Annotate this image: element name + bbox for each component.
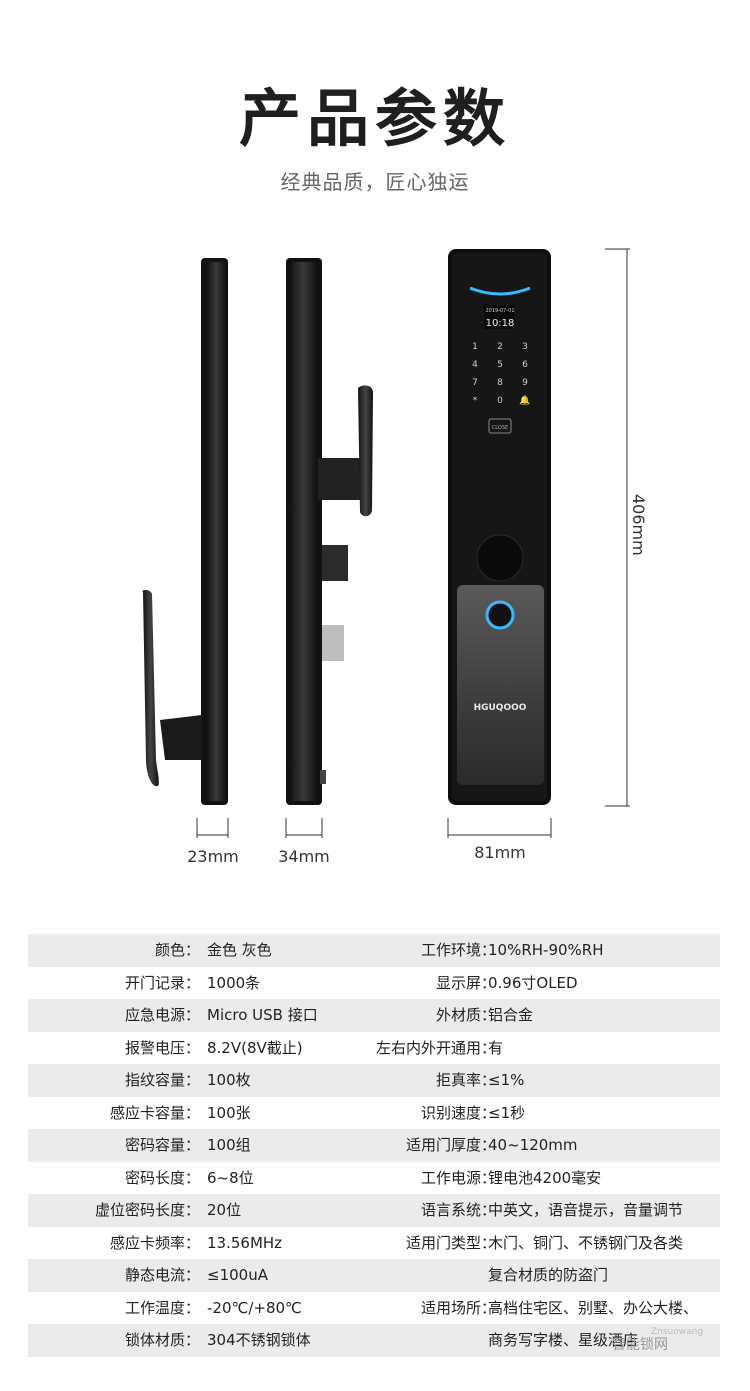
dim-side-wide: 34mm <box>278 847 330 866</box>
dim-height: 406mm <box>629 494 648 556</box>
spec-right-value: 商务写字楼、星级酒店 <box>488 1331 639 1349</box>
spec-left-value: 8.2V(8V截止) <box>207 1038 303 1057</box>
lock-time: 10:18 <box>486 318 515 329</box>
spec-right-key: 语言系统： <box>420 1201 496 1219</box>
keypad-key: 🔔 <box>519 395 530 406</box>
spec-row: 密码容量： 100组 适用门厚度：40~120mm <box>28 1129 720 1162</box>
spec-left-key: 密码长度： <box>124 1168 200 1187</box>
dim-side-narrow: 23mm <box>187 847 239 866</box>
spec-row: 虚位密码长度： 20位 语言系统：中英文，语音提示，音量调节 <box>28 1194 720 1227</box>
spec-right-key: 识别速度： <box>420 1103 496 1122</box>
spec-left-key: 感应卡容量： <box>109 1103 200 1122</box>
spec-row: 锁体材质： 304不锈钢锁体 商务写字楼、星级酒店 <box>28 1324 720 1357</box>
keypad-key: 5 <box>497 360 503 370</box>
front-view: 2019-07-01 10:18 1 2 3 4 5 6 7 8 9 * 0 🔔 CLOSE HGUQ… <box>448 249 551 805</box>
keypad: 1 2 3 4 5 6 7 8 9 * 0 🔔 <box>472 342 530 406</box>
spec-left-value: 20位 <box>207 1201 242 1219</box>
dimension-lines <box>196 248 630 838</box>
keypad-key: * <box>473 396 478 406</box>
spec-left-value: 304不锈钢锁体 <box>207 1331 311 1349</box>
keypad-key: 6 <box>522 360 528 370</box>
close-label: CLOSE <box>492 425 508 431</box>
spec-row: 感应卡容量： 100张 识别速度：≤1秒 <box>28 1097 720 1130</box>
spec-right-key: 适用门类型： <box>405 1233 496 1252</box>
spec-row: 密码长度： 6~8位 工作电源：锂电池4200毫安 <box>28 1162 720 1195</box>
spec-left-key: 感应卡频率： <box>109 1233 200 1252</box>
spec-left-value: 金色 灰色 <box>207 941 272 959</box>
spec-right-value: 10%RH-90%RH <box>488 941 604 959</box>
keypad-key: 3 <box>522 342 528 352</box>
spec-right-value: 中英文，语音提示，音量调节 <box>488 1201 684 1219</box>
side-view-wide <box>286 258 373 805</box>
spec-right-key: 拒真率： <box>435 1071 496 1089</box>
keypad-key: 8 <box>497 378 503 388</box>
spec-right-value: 40~120mm <box>488 1136 578 1154</box>
page-subtitle: 经典品质，匠心独运 <box>280 170 470 194</box>
spec-row: 指纹容量： 100枚 拒真率：≤1% <box>28 1064 720 1097</box>
spec-left-key: 工作温度： <box>124 1298 200 1317</box>
spec-right-key: 显示屏： <box>435 973 496 992</box>
keypad-key: 4 <box>472 360 478 370</box>
spec-left-value: 1000条 <box>207 973 261 992</box>
spec-right-key: 外材质： <box>435 1006 496 1024</box>
spec-right-key: 工作电源： <box>420 1168 496 1187</box>
spec-left-value: Micro USB 接口 <box>207 1006 318 1024</box>
spec-left-key: 报警电压： <box>124 1038 200 1057</box>
keypad-key: 7 <box>472 378 478 388</box>
spec-right-value: ≤1秒 <box>488 1103 526 1122</box>
spec-right-key: 适用场所： <box>420 1298 496 1317</box>
spec-left-value: 100枚 <box>207 1071 251 1089</box>
product-illustration: 2019-07-01 10:18 1 2 3 4 5 6 7 8 9 * 0 🔔 CLOSE HGUQ… <box>142 248 630 838</box>
spec-right-value: 有 <box>488 1038 504 1057</box>
spec-left-key: 静态电流： <box>124 1266 200 1284</box>
spec-row: 开门记录： 1000条 显示屏：0.96寸OLED <box>28 967 720 1000</box>
keypad-key: 1 <box>472 342 478 352</box>
spec-row: 感应卡频率： 13.56MHz 适用门类型：木门、铜门、不锈钢门及各类 <box>28 1227 720 1260</box>
spec-left-value: 100组 <box>207 1136 251 1154</box>
page-title: 产品参数 <box>238 82 511 155</box>
spec-right-value: 0.96寸OLED <box>488 973 578 992</box>
spec-row: 报警电压： 8.2V(8V截止) 左右内外开通用：有 <box>28 1032 720 1065</box>
spec-row: 颜色： 金色 灰色 工作环境：10%RH-90%RH <box>28 934 720 967</box>
watermark: 智能锁网 <box>612 1337 668 1353</box>
spec-left-value: ≤100uA <box>207 1266 268 1284</box>
spec-left-value: 6~8位 <box>207 1168 254 1187</box>
spec-right-value: 铝合金 <box>488 1006 534 1024</box>
spec-left-key: 虚位密码长度： <box>94 1201 200 1219</box>
dim-front-width: 81mm <box>474 843 526 862</box>
spec-right-key: 左右内外开通用： <box>375 1038 496 1057</box>
spec-right-value: 木门、铜门、不锈钢门及各类 <box>488 1233 684 1252</box>
spec-left-value: -20℃/+80℃ <box>207 1298 302 1317</box>
keypad-key: 0 <box>497 396 503 406</box>
spec-left-key: 颜色： <box>154 941 200 959</box>
spec-right-value: ≤1% <box>488 1071 525 1089</box>
spec-left-value: 13.56MHz <box>207 1233 283 1252</box>
spec-right-value: 高档住宅区、别墅、办公大楼、 <box>488 1298 699 1317</box>
spec-row: 工作温度： -20℃/+80℃ 适用场所：高档住宅区、别墅、办公大楼、 <box>28 1292 720 1325</box>
spec-right-key: 适用门厚度： <box>405 1136 496 1154</box>
keypad-key: 2 <box>497 342 503 352</box>
spec-row: 静态电流： ≤100uA 复合材质的防盗门 <box>28 1259 720 1292</box>
spec-left-key: 指纹容量： <box>124 1071 200 1089</box>
side-view-narrow <box>142 258 228 805</box>
spec-right-key: 工作环境： <box>420 941 496 959</box>
keypad-key: 9 <box>522 378 528 388</box>
lock-date: 2019-07-01 <box>485 308 514 314</box>
spec-table: 颜色： 金色 灰色 工作环境：10%RH-90%RH 开门记录： 1000条 显示屏：0.… <box>28 934 720 1357</box>
spec-left-value: 100张 <box>207 1103 251 1122</box>
spec-left-key: 密码容量： <box>124 1136 200 1154</box>
brand-logo: HGUQOOO <box>474 703 527 713</box>
spec-right-value: 锂电池4200毫安 <box>488 1168 602 1187</box>
spec-left-key: 开门记录： <box>124 973 200 992</box>
spec-left-key: 锁体材质： <box>124 1331 200 1349</box>
spec-right-value: 复合材质的防盗门 <box>488 1266 609 1284</box>
watermark-sub: Znsuowang <box>651 1327 704 1337</box>
spec-row: 应急电源： Micro USB 接口 外材质：铝合金 <box>28 999 720 1032</box>
spec-left-key: 应急电源： <box>124 1006 200 1024</box>
